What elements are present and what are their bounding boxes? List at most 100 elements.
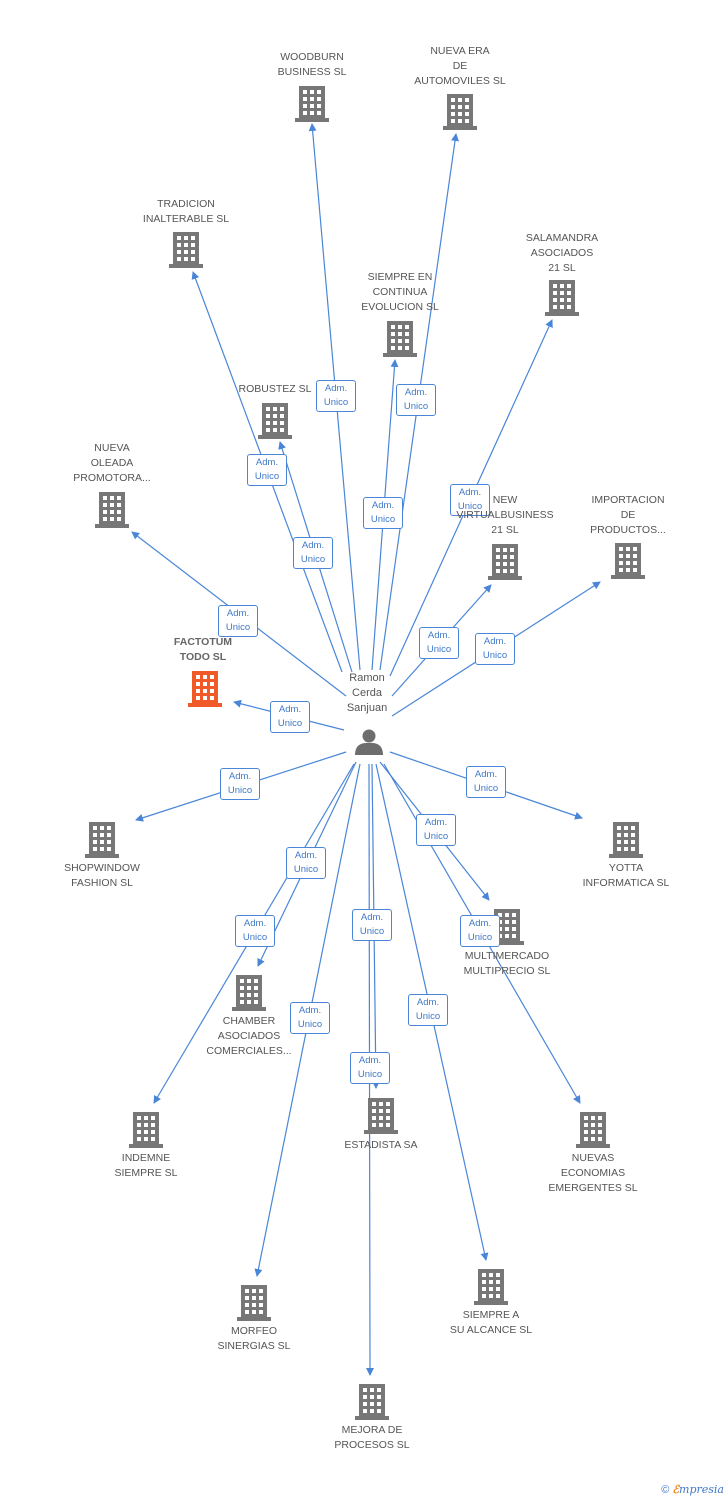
relation-type: Unico [242,932,268,943]
company-label-salamandra-asociados-21-sl[interactable]: SALAMANDRA ASOCIADOS 21 SL [525,232,599,274]
relation-badge-woodburn-business-sl[interactable]: Adm. Unico [316,380,356,412]
company-label-siempre-a-su-alcance-sl[interactable]: SIEMPRE A SU ALCANCE SL [449,1309,533,1336]
building-icon[interactable] [609,822,643,858]
relation-role: Adm. [424,817,448,828]
building-icon[interactable] [364,1098,398,1134]
relation-badge-nuevas-economias-emergentes-sl[interactable]: Adm.Unico [460,915,500,947]
company-label-woodburn-business-sl[interactable]: WOODBURN BUSINESS SL [277,51,347,78]
relation-type: Unico [227,785,253,796]
relation-type: Unico [357,1069,383,1080]
relation-badge-indemne-siempre-sl[interactable]: Adm. Unico [235,915,275,947]
company-label-yotta-informatica-sl[interactable]: YOTTA INFORMATICA SL [582,862,670,889]
building-icon[interactable] [188,671,222,707]
relation-type: Unico [426,644,452,655]
company-label-mejora-de-procesos-sl[interactable]: MEJORA DE PROCESOS SL [334,1424,410,1451]
building-icon[interactable] [169,232,203,268]
relation-type: Unico [473,783,499,794]
building-icon[interactable] [295,86,329,122]
relation-badge-siempre-en-continua-evolucion-sl[interactable]: Adm.Unico [363,497,403,529]
company-label-nueva-era-de-automoviles-sl[interactable]: NUEVA ERA DE AUTOMOVILES SL [414,45,506,87]
copyright-symbol: © [661,1484,670,1496]
relation-role: Adm. [416,997,440,1008]
company-label-robustez-sl[interactable]: ROBUSTEZ SL [238,383,312,395]
relation-role: Adm. [298,1005,322,1016]
relation-role: Adm. [228,771,252,782]
footer-brand: © ℰmpresia [661,1483,724,1496]
company-label-new-virtualbusiness-21-sl[interactable]: NEW VIRTUALBUSINESS 21 SL [456,494,554,536]
company-label-estadista-sa[interactable]: ESTADISTA SA [344,1139,418,1151]
building-icon[interactable] [237,1285,271,1321]
building-icon[interactable] [576,1112,610,1148]
relation-type: Unico [323,397,349,408]
relation-type: Unico [254,471,280,482]
relation-role: Adm. [255,457,279,468]
person-icon[interactable] [355,729,383,756]
relation-role: Adm. [294,850,318,861]
building-icon[interactable] [488,544,522,580]
relation-type: Unico [482,650,508,661]
building-icon[interactable] [611,543,645,579]
relation-badge-factotum-todo-sl[interactable]: Adm. Unico [270,701,310,733]
relation-role: Adm. [360,912,384,923]
building-icon[interactable] [383,321,417,357]
building-icon[interactable] [129,1112,163,1148]
relation-type: Unico [297,1019,323,1030]
building-icon[interactable] [474,1269,508,1305]
relation-badge-shopwindow-fashion-sl[interactable]: Adm. Unico [220,768,260,800]
relation-badge-siempre-a-su-alcance-sl[interactable]: Adm. Unico [408,994,448,1026]
building-icon[interactable] [85,822,119,858]
company-label-multimercado-multiprecio-sl[interactable]: MULTIMERCADO MULTIPRECIO SL [463,950,551,977]
building-icon[interactable] [355,1384,389,1420]
relation-role: Adm. [278,704,302,715]
building-icon[interactable] [95,492,129,528]
relation-badge-estadista-sa[interactable]: Adm. Unico [352,909,392,941]
company-label-siempre-en-continua-evolucion-sl[interactable]: SIEMPRE EN CONTINUA EVOLUCION SL [361,271,439,313]
relation-type: Unico [415,1011,441,1022]
relation-type: Unico [293,864,319,875]
company-label-shopwindow-fashion-sl[interactable]: SHOPWINDOW FASHION SL [64,862,140,889]
relation-role: Adm. [226,608,250,619]
relation-badge-morfeo-sinergias-sl[interactable]: Adm. Unico [290,1002,330,1034]
company-label-indemne-siempre-sl[interactable]: INDEMNE SIEMPRE SL [114,1152,178,1179]
relation-badge-salamandra-asociados-21-sl[interactable]: Adm. Unico [450,484,490,516]
person-name[interactable]: Ramon Cerda Sanjuan [346,672,388,714]
relation-badge-robustez-sl[interactable]: Adm. Unico [293,537,333,569]
relation-badge-nueva-oleada-promotora[interactable]: Adm. Unico [218,605,258,637]
building-icon[interactable] [443,94,477,130]
relation-badge-multimercado-multiprecio-sl[interactable]: Adm.Unico [416,814,456,846]
company-label-nueva-oleada-promotora[interactable]: NUEVA OLEADA PROMOTORA... [73,442,151,484]
relation-role: Adm. [324,383,348,394]
relation-role: Adm. [243,918,267,929]
company-label-factotum-todo-sl[interactable]: FACTOTUM TODO SL [173,636,233,663]
relation-badge-nueva-era-de-automoviles-sl[interactable]: Adm.Unico [396,384,436,416]
company-label-morfeo-sinergias-sl[interactable]: MORFEO SINERGIAS SL [217,1325,291,1352]
relation-badge-mejora-de-procesos-sl[interactable]: Adm. Unico [350,1052,390,1084]
company-label-tradicion-inalterable-sl[interactable]: TRADICION INALTERABLE SL [142,198,230,225]
empresia-logo[interactable]: ℰmpresia [672,1483,724,1496]
relation-role: Adm. [474,769,498,780]
relation-badge-chamber-asociados-comerciales[interactable]: Adm. Unico [286,847,326,879]
relation-role: Adm. [301,540,325,551]
relation-badge-tradicion-inalterable-sl[interactable]: Adm. Unico [247,454,287,486]
relation-type: Unico [457,501,483,512]
relation-role: Adm. [458,487,482,498]
relation-role: Adm. [468,918,492,929]
building-icon[interactable] [232,975,266,1011]
relation-role: Adm. [427,630,451,641]
company-label-chamber-asociados-comerciales[interactable]: CHAMBER ASOCIADOS COMERCIALES... [206,1015,292,1057]
relation-type: Unico [300,554,326,565]
relation-type: Unico [225,622,251,633]
company-label-nuevas-economias-emergentes-sl[interactable]: NUEVAS ECONOMIAS EMERGENTES SL [548,1152,638,1194]
relation-role: Adm. [404,387,428,398]
relation-badge-yotta-informatica-sl[interactable]: Adm. Unico [466,766,506,798]
relation-badge-new-virtualbusiness-21-sl[interactable]: Adm. Unico [419,627,459,659]
company-label-importacion-de-productos[interactable]: IMPORTACION DE PRODUCTOS... [590,494,666,536]
building-icon[interactable] [258,403,292,439]
relation-type: Unico [277,718,303,729]
relation-type: Unico [359,926,385,937]
building-icon[interactable] [545,280,579,316]
relation-badge-importacion-de-productos[interactable]: Adm.Unico [475,633,515,665]
relation-role: Adm. [358,1055,382,1066]
relation-type: Unico [370,514,396,525]
